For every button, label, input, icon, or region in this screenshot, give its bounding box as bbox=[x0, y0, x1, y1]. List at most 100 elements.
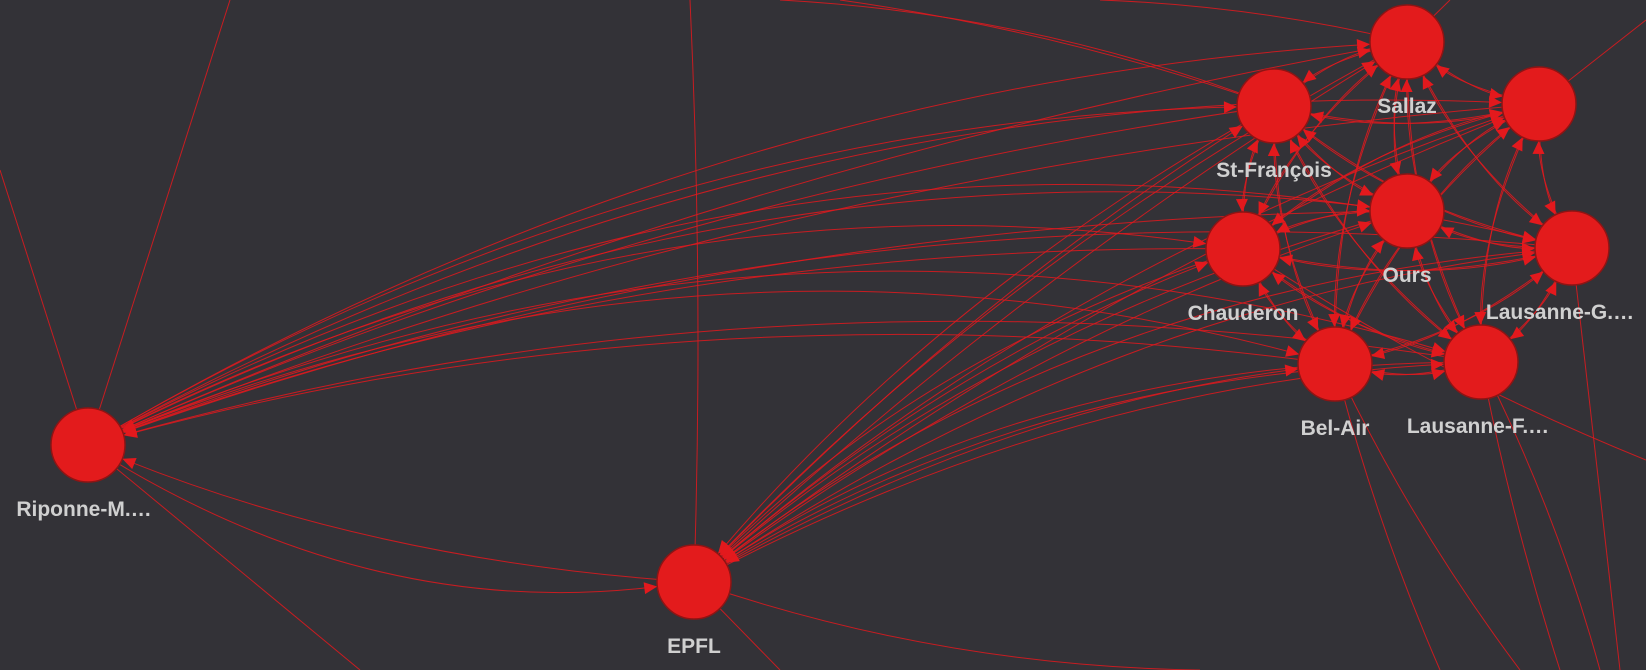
edge-arrowhead bbox=[1371, 369, 1386, 381]
node-circle[interactable] bbox=[1501, 66, 1577, 142]
edge-line bbox=[87, 225, 1207, 446]
edge-line bbox=[122, 248, 1244, 433]
edge-arrowhead bbox=[1412, 247, 1424, 262]
edge-arrowhead bbox=[1488, 109, 1503, 121]
node-circle[interactable] bbox=[50, 407, 126, 483]
node-lausanne-g[interactable] bbox=[1501, 66, 1577, 142]
node-label[interactable]: Chauderon bbox=[1188, 302, 1299, 325]
edge-arrowhead bbox=[1291, 328, 1306, 342]
edge-line bbox=[87, 290, 1300, 446]
node-label[interactable]: Riponne-M.… bbox=[16, 498, 151, 521]
edge-arrowhead bbox=[1440, 227, 1455, 239]
edge-line bbox=[693, 125, 1244, 583]
node-circle[interactable] bbox=[1205, 211, 1281, 287]
node-chauderon[interactable]: Chauderon bbox=[1188, 211, 1299, 325]
edge-line bbox=[1289, 139, 1482, 363]
edge-arrowhead bbox=[1496, 126, 1510, 140]
edge-line bbox=[1334, 363, 1521, 670]
edge-line bbox=[1099, 0, 1408, 43]
edge-line bbox=[1571, 247, 1621, 670]
edge-arrowhead bbox=[1289, 139, 1301, 154]
edge-arrowhead bbox=[1521, 242, 1536, 255]
node-circle[interactable] bbox=[1369, 4, 1445, 80]
nodes-layer: Riponne-M.… EPFL Sallaz St-François Ours… bbox=[16, 4, 1634, 658]
node-lausanne-f[interactable]: Lausanne-F.… bbox=[1407, 324, 1549, 438]
edge-line bbox=[123, 320, 1482, 436]
node-circle[interactable] bbox=[1369, 173, 1445, 249]
node-label[interactable]: Bel-Air bbox=[1301, 417, 1370, 440]
node-epfl[interactable]: EPFL bbox=[656, 544, 732, 658]
edge-line bbox=[693, 368, 1299, 583]
edge-arrowhead bbox=[1453, 314, 1465, 329]
edge-arrowhead bbox=[1389, 77, 1402, 93]
edge-arrowhead bbox=[1532, 140, 1545, 155]
edge-line bbox=[1278, 247, 1573, 272]
edge-line bbox=[1334, 363, 1441, 670]
node-bel-air[interactable]: Bel-Air bbox=[1297, 326, 1373, 440]
edge-arrowhead bbox=[1307, 316, 1319, 331]
edge-line bbox=[1480, 361, 1601, 670]
edge-line bbox=[122, 210, 1408, 434]
edge-line bbox=[0, 169, 89, 446]
node-label[interactable]: Lausanne-G.… bbox=[1486, 301, 1634, 324]
edge-line bbox=[122, 231, 1573, 433]
node-circle[interactable] bbox=[1297, 326, 1373, 402]
node-label[interactable]: Ours bbox=[1382, 264, 1431, 287]
edge-line bbox=[779, 0, 1275, 107]
edge-line bbox=[87, 106, 1238, 446]
node-circle[interactable] bbox=[1443, 324, 1519, 400]
edge-arrowhead bbox=[1356, 204, 1371, 217]
edge-arrowhead bbox=[1339, 313, 1352, 328]
node-lausanne-g-2[interactable]: Lausanne-G.… bbox=[1486, 210, 1634, 324]
edge-arrowhead bbox=[1444, 319, 1458, 334]
edge-arrowhead bbox=[1422, 75, 1434, 90]
edge-arrowhead bbox=[1285, 345, 1300, 357]
node-label[interactable]: Sallaz bbox=[1377, 95, 1437, 118]
edge-line bbox=[717, 105, 1275, 555]
edge-arrowhead bbox=[1379, 75, 1391, 90]
edge-line bbox=[724, 363, 1336, 563]
edge-line bbox=[87, 191, 1371, 446]
node-circle[interactable] bbox=[1534, 210, 1610, 286]
node-sallaz[interactable]: Sallaz bbox=[1369, 4, 1445, 118]
node-label[interactable]: EPFL bbox=[667, 635, 721, 658]
edge-line bbox=[87, 444, 658, 594]
node-circle[interactable] bbox=[1236, 68, 1312, 144]
node-riponne[interactable]: Riponne-M.… bbox=[16, 407, 152, 521]
edge-arrowhead bbox=[720, 542, 734, 556]
node-ours[interactable]: Ours bbox=[1369, 173, 1445, 287]
edge-arrowhead bbox=[1258, 282, 1270, 297]
edge-arrowhead bbox=[1271, 272, 1286, 286]
node-st-francois[interactable]: St-François bbox=[1216, 68, 1332, 182]
edge-arrowhead bbox=[1529, 271, 1544, 285]
edge-line bbox=[693, 222, 1373, 583]
node-label[interactable]: Lausanne-F.… bbox=[1407, 415, 1549, 438]
edge-arrowhead bbox=[1194, 261, 1209, 273]
edge-line bbox=[121, 105, 1275, 431]
edge-arrowhead bbox=[1279, 254, 1294, 267]
edge-line bbox=[87, 183, 1537, 446]
edge-arrowhead bbox=[1488, 88, 1503, 100]
edge-line bbox=[693, 252, 1536, 583]
node-circle[interactable] bbox=[656, 544, 732, 620]
edge-arrowhead bbox=[1400, 78, 1413, 93]
edge-arrowhead bbox=[1271, 212, 1286, 226]
edge-arrowhead bbox=[1296, 135, 1310, 149]
edge-line bbox=[725, 361, 1482, 564]
edge-arrowhead bbox=[1371, 239, 1384, 254]
edge-arrowhead bbox=[122, 421, 137, 434]
node-label[interactable]: St-François bbox=[1216, 159, 1332, 182]
edge-line bbox=[87, 43, 1371, 446]
edge-arrowhead bbox=[1510, 326, 1525, 340]
edge-arrowhead bbox=[1474, 311, 1487, 326]
edge-arrowhead bbox=[122, 458, 137, 470]
edge-line bbox=[693, 261, 1209, 583]
edge-arrowhead bbox=[1302, 69, 1317, 83]
edge-line bbox=[1480, 361, 1561, 670]
edge-arrowhead bbox=[1228, 125, 1243, 138]
edge-arrowhead bbox=[1491, 119, 1506, 131]
edge-arrowhead bbox=[1310, 111, 1325, 124]
edge-arrowhead bbox=[723, 546, 738, 560]
